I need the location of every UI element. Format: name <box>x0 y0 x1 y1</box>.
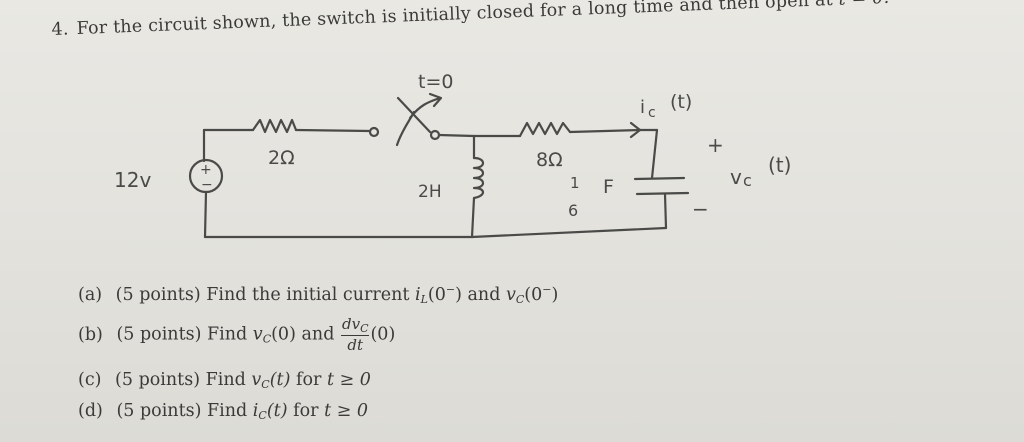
wire-cap-top <box>650 128 659 180</box>
inductor-label: 2H <box>418 182 442 202</box>
switch-terminal-right <box>429 129 441 141</box>
part-c-text: Find <box>205 370 246 390</box>
capacitor-label-den: 6 <box>568 201 578 220</box>
wire-left-bottom <box>203 190 208 239</box>
part-b-joiner: and <box>301 324 335 345</box>
resistor2-label: 8Ω <box>536 149 563 171</box>
part-a-math2-sup: − <box>542 283 552 296</box>
part-a-points: (5 points) <box>115 285 201 305</box>
switch-arrow <box>408 92 443 120</box>
inductor-2H <box>472 156 485 200</box>
source-label: 12v <box>114 168 151 192</box>
part-b-points: (5 points) <box>116 324 202 345</box>
wire-resistor2-to-cap <box>568 128 642 134</box>
part-d-points: (5 points) <box>116 401 202 421</box>
switch-label: t=0 <box>418 71 453 93</box>
part-a-math2-close: ) <box>551 285 559 305</box>
part-b-text: Find <box>207 324 248 345</box>
switch-cross <box>396 96 432 134</box>
part-a-math2: v <box>505 285 516 305</box>
circuit-diagram: + − 12v 2Ω t=0 2H 8Ω 1 6 F i c (t) + v c… <box>114 71 791 239</box>
current-label-arg: (t) <box>670 91 692 113</box>
part-b-math1-arg: (0) <box>271 324 296 345</box>
part-a-math1-sub: L <box>420 293 428 306</box>
wire-switch-to-node <box>437 133 476 138</box>
part-a-math1-arg: (0 <box>427 285 446 305</box>
part-d: (d) (5 points) Find iC(t) for t ≥ 0 <box>78 401 368 422</box>
part-a-math1-close: ) <box>455 285 462 305</box>
part-b-frac-den: dt <box>347 336 364 354</box>
capacitor-plate-bottom <box>635 191 690 196</box>
part-a-math1-sup: − <box>445 283 456 296</box>
part-b-frac-num: dv <box>341 315 361 333</box>
part-d-math1: i <box>252 401 259 421</box>
part-a-math1: i <box>414 285 421 305</box>
part-c-label: (c) <box>78 370 102 390</box>
part-d-text: Find <box>207 401 248 421</box>
part-b-frac-num-sub: C <box>360 322 369 335</box>
source-plus: + <box>200 162 212 178</box>
voltage-label-main: v <box>730 165 742 189</box>
voltage-label-sub: c <box>743 171 752 190</box>
part-d-tail: for <box>293 401 319 421</box>
part-c-math1: v <box>251 370 262 390</box>
voltage-plus: + <box>707 133 724 157</box>
part-d-math1-sub: C <box>258 409 267 422</box>
wire-cap-bottom <box>663 192 668 230</box>
part-b-label: (b) <box>78 324 103 345</box>
part-a-text: Find the initial current <box>206 285 410 305</box>
part-d-label: (d) <box>78 401 103 421</box>
part-d-condition: t ≥ 0 <box>324 401 369 421</box>
part-c: (c) (5 points) Find vC(t) for t ≥ 0 <box>78 370 371 391</box>
part-d-math1-arg: (t) <box>266 401 288 421</box>
part-a: (a) (5 points) Find the initial current … <box>78 283 558 306</box>
part-c-math1-sub: C <box>261 378 270 391</box>
voltage-label-arg: (t) <box>768 153 791 177</box>
current-label-main: i <box>640 97 645 118</box>
part-b-frac-arg: (0) <box>370 324 396 345</box>
part-a-label: (a) <box>78 285 103 305</box>
wire-inductor-bottom <box>470 196 476 239</box>
current-label-sub: c <box>648 105 656 121</box>
part-b-math1: v <box>252 324 263 345</box>
part-a-joiner: and <box>467 285 501 305</box>
part-c-tail: for <box>295 370 322 390</box>
part-c-math1-arg: (t) <box>269 370 291 390</box>
capacitor-label-unit: F <box>603 176 614 198</box>
resistor-2ohm <box>251 118 298 134</box>
capacitor-plate-top <box>633 176 686 181</box>
part-c-condition: t ≥ 0 <box>326 370 371 390</box>
wire-resistor-to-switch <box>294 128 372 133</box>
part-c-points: (5 points) <box>115 370 201 390</box>
voltage-minus: − <box>692 197 709 221</box>
capacitor-label-num: 1 <box>570 174 580 192</box>
wire-bottom <box>203 226 668 239</box>
resistor-8ohm <box>518 121 572 138</box>
part-b-math1-sub: C <box>262 332 272 346</box>
source-minus: − <box>201 177 213 193</box>
switch-terminal-left <box>368 126 380 138</box>
part-a-math2-arg: (0 <box>524 285 543 305</box>
part-a-math2-sub: C <box>515 293 525 306</box>
resistor1-label: 2Ω <box>268 147 295 169</box>
